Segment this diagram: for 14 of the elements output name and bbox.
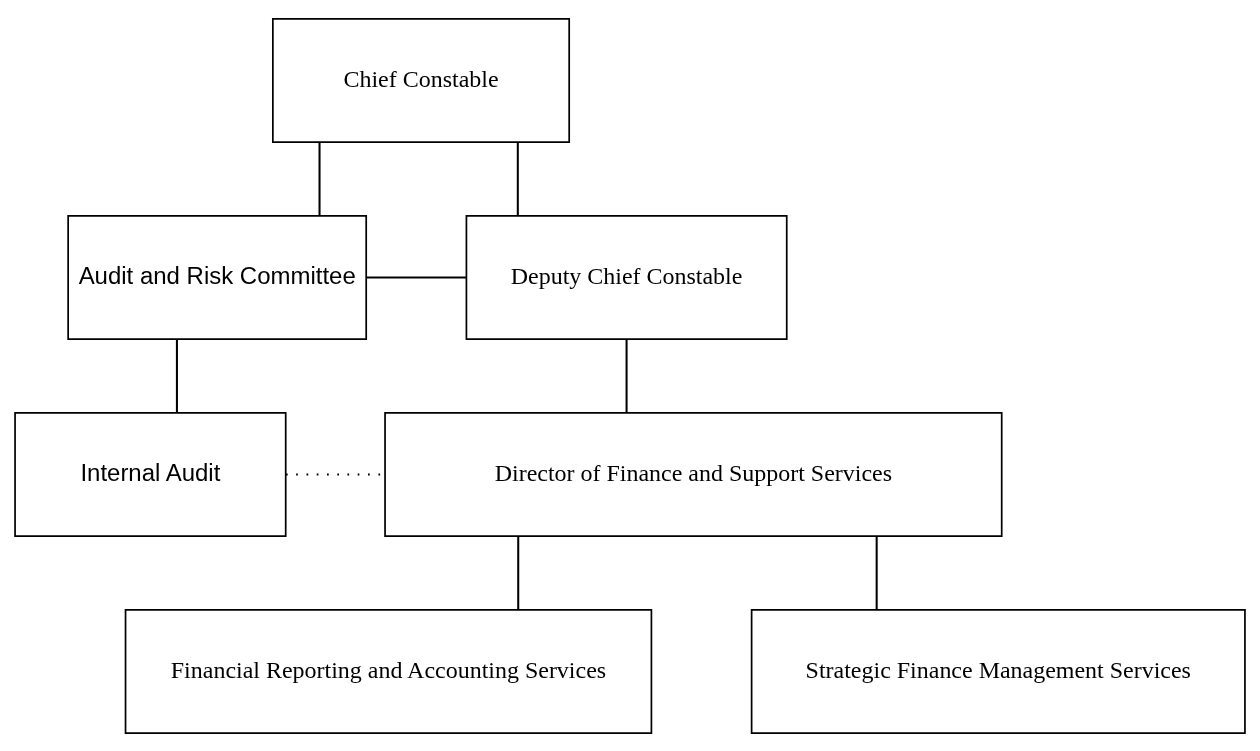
connector <box>175 338 178 412</box>
connector <box>318 141 321 215</box>
node-box: Strategic Finance Management Services <box>750 608 1246 734</box>
connector <box>517 535 520 609</box>
node-box: Audit and Risk Committee <box>67 214 368 340</box>
connector <box>625 338 628 412</box>
node-box: Internal Audit <box>14 411 287 537</box>
node-box: Director of Finance and Support Services <box>384 411 1003 537</box>
connector <box>875 535 878 609</box>
node-box: Chief Constable <box>272 17 571 143</box>
connector <box>516 141 519 215</box>
node-box: Financial Reporting and Accounting Services <box>124 608 653 734</box>
node-box: Deputy Chief Constable <box>465 214 788 340</box>
connector <box>366 276 467 279</box>
